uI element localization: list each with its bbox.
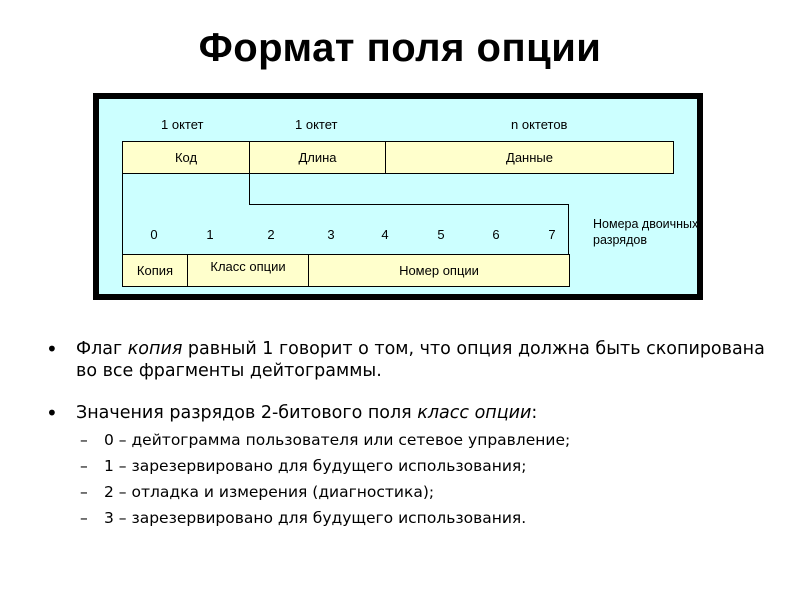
connector-horizontal <box>249 204 569 205</box>
bit-number: 6 <box>492 227 500 242</box>
class-value-item: 1 – зарезервировано для будущего использ… <box>76 456 786 477</box>
octet-label-code: 1 октет <box>161 117 204 132</box>
bit-number: 0 <box>150 227 158 242</box>
bullet-copy-flag: Флаг копия равный 1 говорит о том, что о… <box>46 338 786 382</box>
bullet-text: равный 1 говорит о том, что опция должна… <box>76 339 765 381</box>
bit-number: 2 <box>267 227 275 242</box>
field-data: Данные <box>385 141 674 174</box>
class-value-item: 2 – отладка и измерения (диагностика); <box>76 482 786 503</box>
subfield-class: Класс опции <box>187 254 309 287</box>
bits-caption: Номера двоичных разрядов <box>593 217 699 247</box>
subfield-copy: Копия <box>122 254 188 287</box>
connector-right-down <box>568 204 569 254</box>
class-value-item: 0 – дейтограмма пользователя или сетевое… <box>76 430 786 451</box>
bit-number: 5 <box>437 227 445 242</box>
bullet-list: Флаг копия равный 1 говорит о том, что о… <box>46 338 786 549</box>
bit-number: 3 <box>327 227 335 242</box>
bullet-text: Значения разрядов 2-битового поля <box>76 403 418 423</box>
bullet-class-values: Значения разрядов 2-битового поля класс … <box>46 402 786 529</box>
class-value-item: 3 – зарезервировано для будущего использ… <box>76 508 786 529</box>
option-format-diagram: 1 октет 1 октет n октетов Код Длина Данн… <box>93 93 703 300</box>
subfield-number: Номер опции <box>308 254 570 287</box>
field-code: Код <box>122 141 250 174</box>
class-values-list: 0 – дейтограмма пользователя или сетевое… <box>76 430 786 529</box>
bullet-text: Флаг <box>76 339 128 359</box>
bit-number: 1 <box>206 227 214 242</box>
bit-number: 4 <box>381 227 389 242</box>
connector-left <box>122 174 123 254</box>
bit-number: 7 <box>548 227 556 242</box>
bullet-emphasis: класс опции <box>417 403 532 423</box>
octet-label-length: 1 октет <box>295 117 338 132</box>
slide-title: Формат поля опции <box>198 26 602 70</box>
octet-label-data: n октетов <box>511 117 568 132</box>
field-length: Длина <box>249 141 386 174</box>
connector-right-vertical <box>249 174 250 204</box>
bullet-text: : <box>531 403 538 423</box>
bullet-emphasis: копия <box>127 339 183 359</box>
